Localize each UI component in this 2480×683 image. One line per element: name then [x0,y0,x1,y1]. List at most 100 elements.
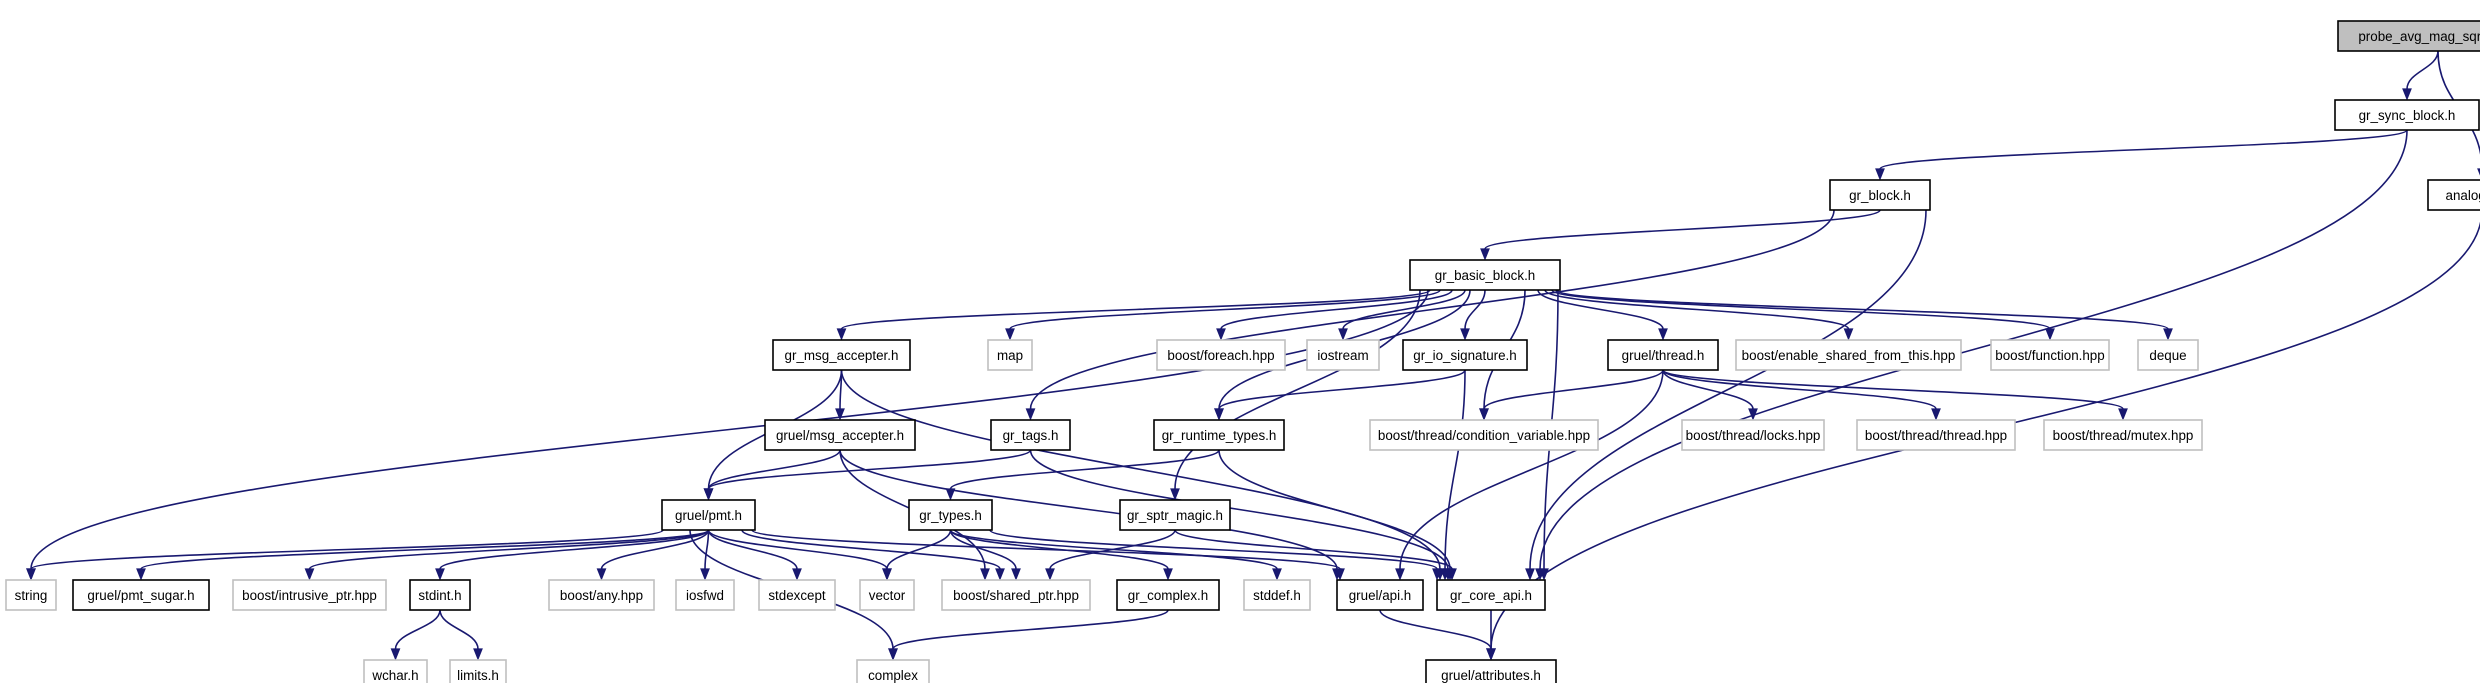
node-box [1856,419,2016,451]
edge-block-to-tags [1025,209,1835,421]
node-label: complex [868,668,918,683]
edge-types-to-vector [882,529,952,581]
node-locks[interactable]: boost/thread/locks.hpp [1681,419,1825,451]
edge-basic-to-iostream [1338,289,1466,341]
node-iosig[interactable]: gr_io_signature.h [1402,339,1528,371]
node-foreach[interactable]: boost/foreach.hpp [1156,339,1286,371]
node-types[interactable]: gr_types.h [908,499,993,531]
node-mutex[interactable]: boost/thread/mutex.hpp [2043,419,2203,451]
node-pmt[interactable]: gruel/pmt.h [661,499,756,531]
node-box [764,419,916,451]
node-deque[interactable]: deque [2137,339,2199,371]
node-box [2427,179,2480,211]
node-string[interactable]: string [5,579,57,611]
node-box [1156,339,1286,371]
edge-sptr-to-shared [1045,529,1176,581]
node-iostream[interactable]: iostream [1306,339,1380,371]
node-box [856,659,930,683]
node-msgacc[interactable]: gr_msg_accepter.h [772,339,911,371]
node-label: gr_complex.h [1128,588,1208,603]
node-label: stdexcept [768,588,826,603]
node-tags[interactable]: gr_tags.h [990,419,1071,451]
node-box [1990,339,2110,371]
edge-pmt-to-intrusive [304,529,710,581]
edge-basic-to-foreach [1216,289,1453,341]
edge-gmsgacc-to-pmt [703,449,841,501]
node-complexh[interactable]: gr_complex.h [1116,579,1220,611]
node-label: stddef.h [1253,588,1301,603]
node-limits[interactable]: limits.h [449,659,507,683]
node-box [859,579,915,611]
node-pmtsugar[interactable]: gruel/pmt_sugar.h [72,579,210,611]
node-iosfwd[interactable]: iosfwd [675,579,735,611]
node-stdint[interactable]: stdint.h [409,579,471,611]
edge-iosig-to-rtypes [1214,369,1466,421]
node-any[interactable]: boost/any.hpp [548,579,655,611]
edge-pmt-to-string [26,529,664,581]
node-intrusive[interactable]: boost/intrusive_ptr.hpp [232,579,387,611]
edge-basic-to-iosig [1460,289,1486,341]
node-stdexcept[interactable]: stdexcept [758,579,836,611]
node-label: boost/thread/mutex.hpp [2053,428,2194,443]
edge-coreapi-to-attrs [1486,610,1496,661]
edges-layer [26,50,2480,661]
node-box [72,579,210,611]
node-label: boost/thread/locks.hpp [1686,428,1821,443]
node-label: boost/intrusive_ptr.hpp [242,588,377,603]
node-label: string [15,588,48,603]
node-bthread[interactable]: boost/thread/thread.hpp [1856,419,2016,451]
node-label: gr_types.h [919,508,982,523]
node-sptr[interactable]: gr_sptr_magic.h [1119,499,1231,531]
node-label: gruel/api.h [1349,588,1412,603]
node-label: gr_sync_block.h [2359,108,2456,123]
node-sync[interactable]: gr_sync_block.h [2334,99,2480,131]
edge-gthread-to-condvar [1479,369,1664,421]
edge-pmt-to-gapi [751,529,1345,581]
edge-basic-to-enable [1544,289,1854,341]
node-enable[interactable]: boost/enable_shared_from_this.hpp [1735,339,1962,371]
node-label: gr_sptr_magic.h [1127,508,1223,523]
node-box [548,579,655,611]
node-box [2137,339,2199,371]
edge-basic-to-gthread [1537,289,1668,341]
node-block[interactable]: gr_block.h [1829,179,1931,211]
node-attrs[interactable]: gruel/attributes.h [1425,659,1557,683]
node-condvar[interactable]: boost/thread/condition_variable.hpp [1369,419,1599,451]
node-vector[interactable]: vector [859,579,915,611]
node-gthread[interactable]: gruel/thread.h [1607,339,1719,371]
node-probe[interactable]: probe_avg_mag_sqrd_cf.h [2337,20,2480,52]
node-box [758,579,836,611]
node-box [987,339,1033,371]
node-coreapi[interactable]: gr_core_api.h [1436,579,1546,611]
edge-probe-to-sync [2402,50,2439,101]
node-box [1681,419,1825,451]
edge-basic-to-function [1551,289,2055,341]
node-wchar[interactable]: wchar.h [363,659,428,683]
node-shared[interactable]: boost/shared_ptr.hpp [941,579,1091,611]
edge-basic-to-map [1005,289,1441,341]
node-box [1306,339,1380,371]
node-map[interactable]: map [987,339,1033,371]
node-box [1369,419,1599,451]
node-gapi[interactable]: gruel/api.h [1336,579,1424,611]
node-basic[interactable]: gr_basic_block.h [1409,259,1561,291]
node-box [1116,579,1220,611]
edge-sync-to-block [1875,129,2408,181]
edge-gthread-to-bthread [1662,369,1941,421]
node-complex[interactable]: complex [856,659,930,683]
node-function[interactable]: boost/function.hpp [1990,339,2110,371]
edge-complexh-to-complex [888,609,1169,661]
edge-block-to-coreapi [1525,209,1927,581]
node-box [1735,339,1962,371]
edge-pmt-to-any [596,529,710,581]
node-rtypes[interactable]: gr_runtime_types.h [1153,419,1285,451]
node-label: stdint.h [418,588,461,603]
edge-basic-to-sptr [1170,289,1421,501]
node-stddef[interactable]: stddef.h [1243,579,1311,611]
node-gmsgacc[interactable]: gruel/msg_accepter.h [764,419,916,451]
edge-iosig-to-coreapi [1440,369,1466,581]
edge-stdint-to-limits [439,609,483,661]
